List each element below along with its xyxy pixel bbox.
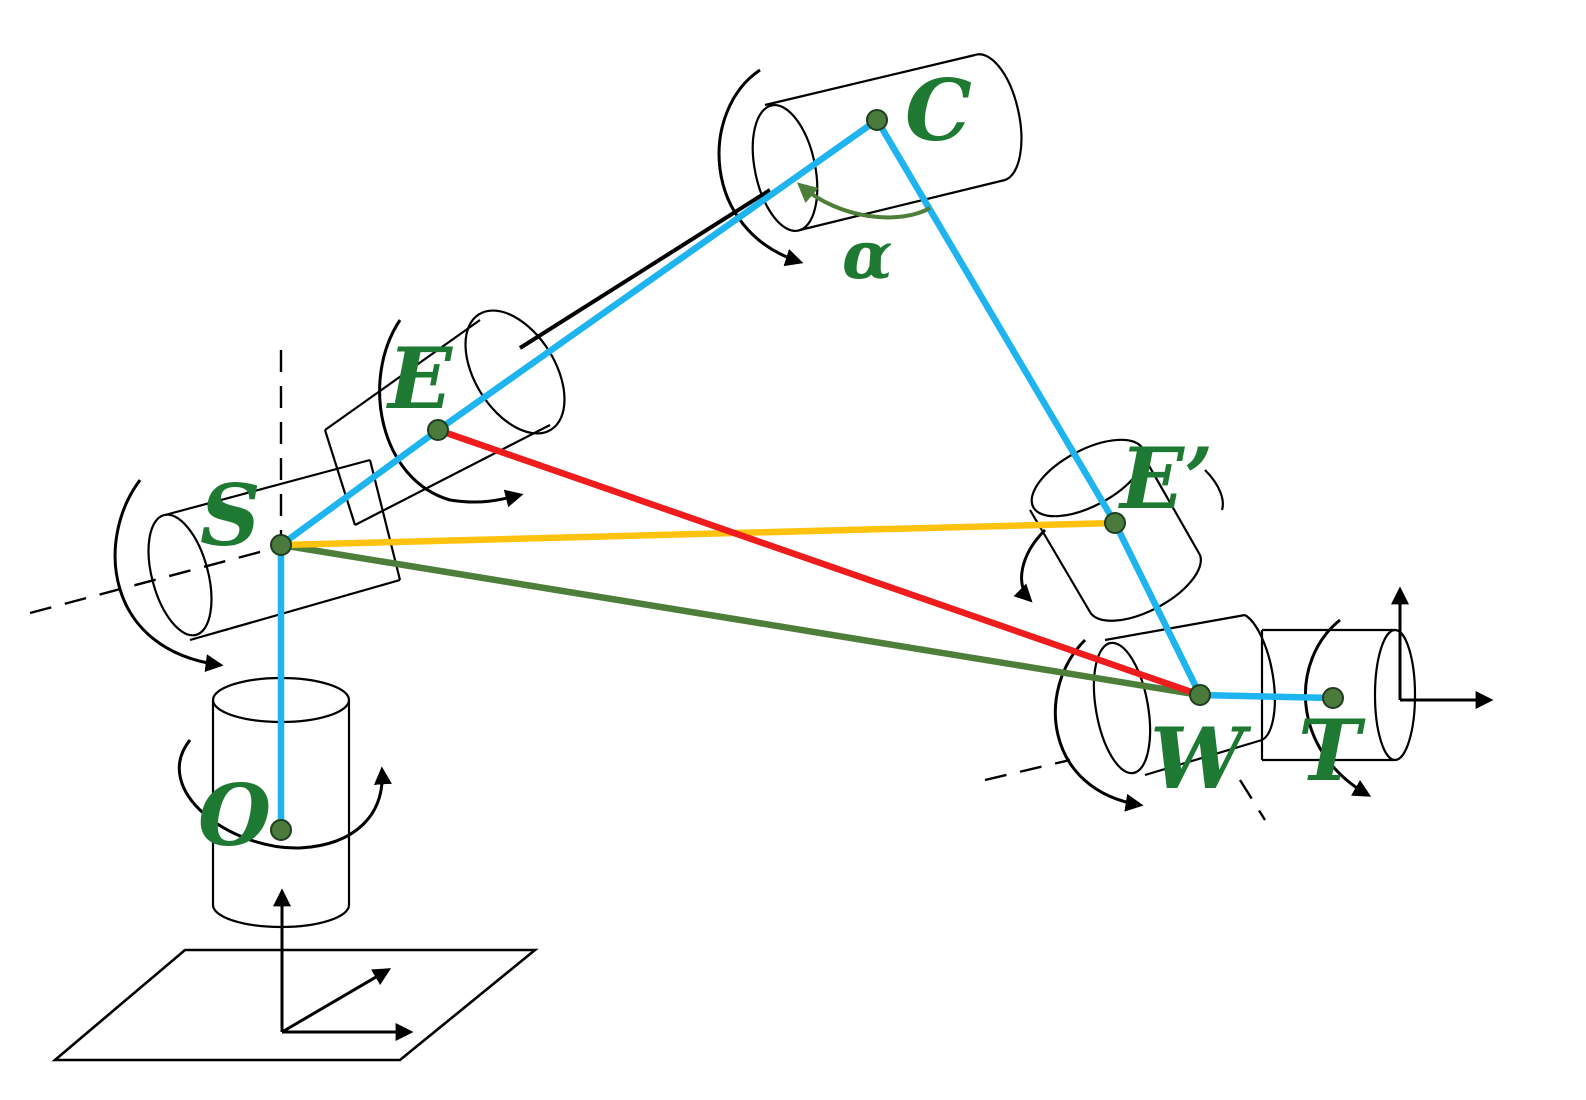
joint-T bbox=[1322, 687, 1344, 709]
label-W: W bbox=[1150, 709, 1252, 808]
kinematic-links bbox=[277, 116, 1337, 834]
label-O: O bbox=[198, 766, 271, 865]
wrist-joint-cylinder bbox=[1053, 613, 1276, 812]
ground-plane bbox=[51, 948, 539, 1062]
joint-C bbox=[866, 109, 888, 131]
shoulder-joint-cylinder bbox=[113, 458, 402, 673]
link-S-E-prime bbox=[277, 519, 1119, 549]
label-T: T bbox=[1298, 701, 1366, 800]
link-C-E-prime bbox=[873, 116, 1119, 527]
link-E-W bbox=[434, 426, 1204, 699]
joint-S bbox=[270, 534, 292, 556]
link-S-E bbox=[277, 426, 442, 549]
joint-axes bbox=[29, 350, 1267, 821]
link-W-T bbox=[1196, 691, 1337, 702]
link-E-prime-W bbox=[1111, 519, 1204, 699]
joint-E bbox=[427, 419, 449, 441]
link-E-C bbox=[434, 116, 881, 434]
label-alpha: α bbox=[842, 216, 893, 294]
joint-E-prime bbox=[1104, 512, 1126, 534]
link-S-W bbox=[277, 541, 1204, 699]
label-S: S bbox=[200, 466, 261, 565]
label-E: E bbox=[386, 329, 453, 428]
joint-points bbox=[270, 109, 1344, 841]
joint-W bbox=[1189, 684, 1211, 706]
base-frame-axes bbox=[273, 888, 414, 1041]
tool-frame-axes bbox=[1391, 586, 1494, 709]
label-E-prime: E’ bbox=[1118, 429, 1213, 528]
alpha-angle-arc bbox=[796, 182, 931, 220]
elbow-joint-cylinder bbox=[323, 309, 566, 526]
label-C: C bbox=[905, 61, 972, 160]
joint-O bbox=[270, 819, 292, 841]
